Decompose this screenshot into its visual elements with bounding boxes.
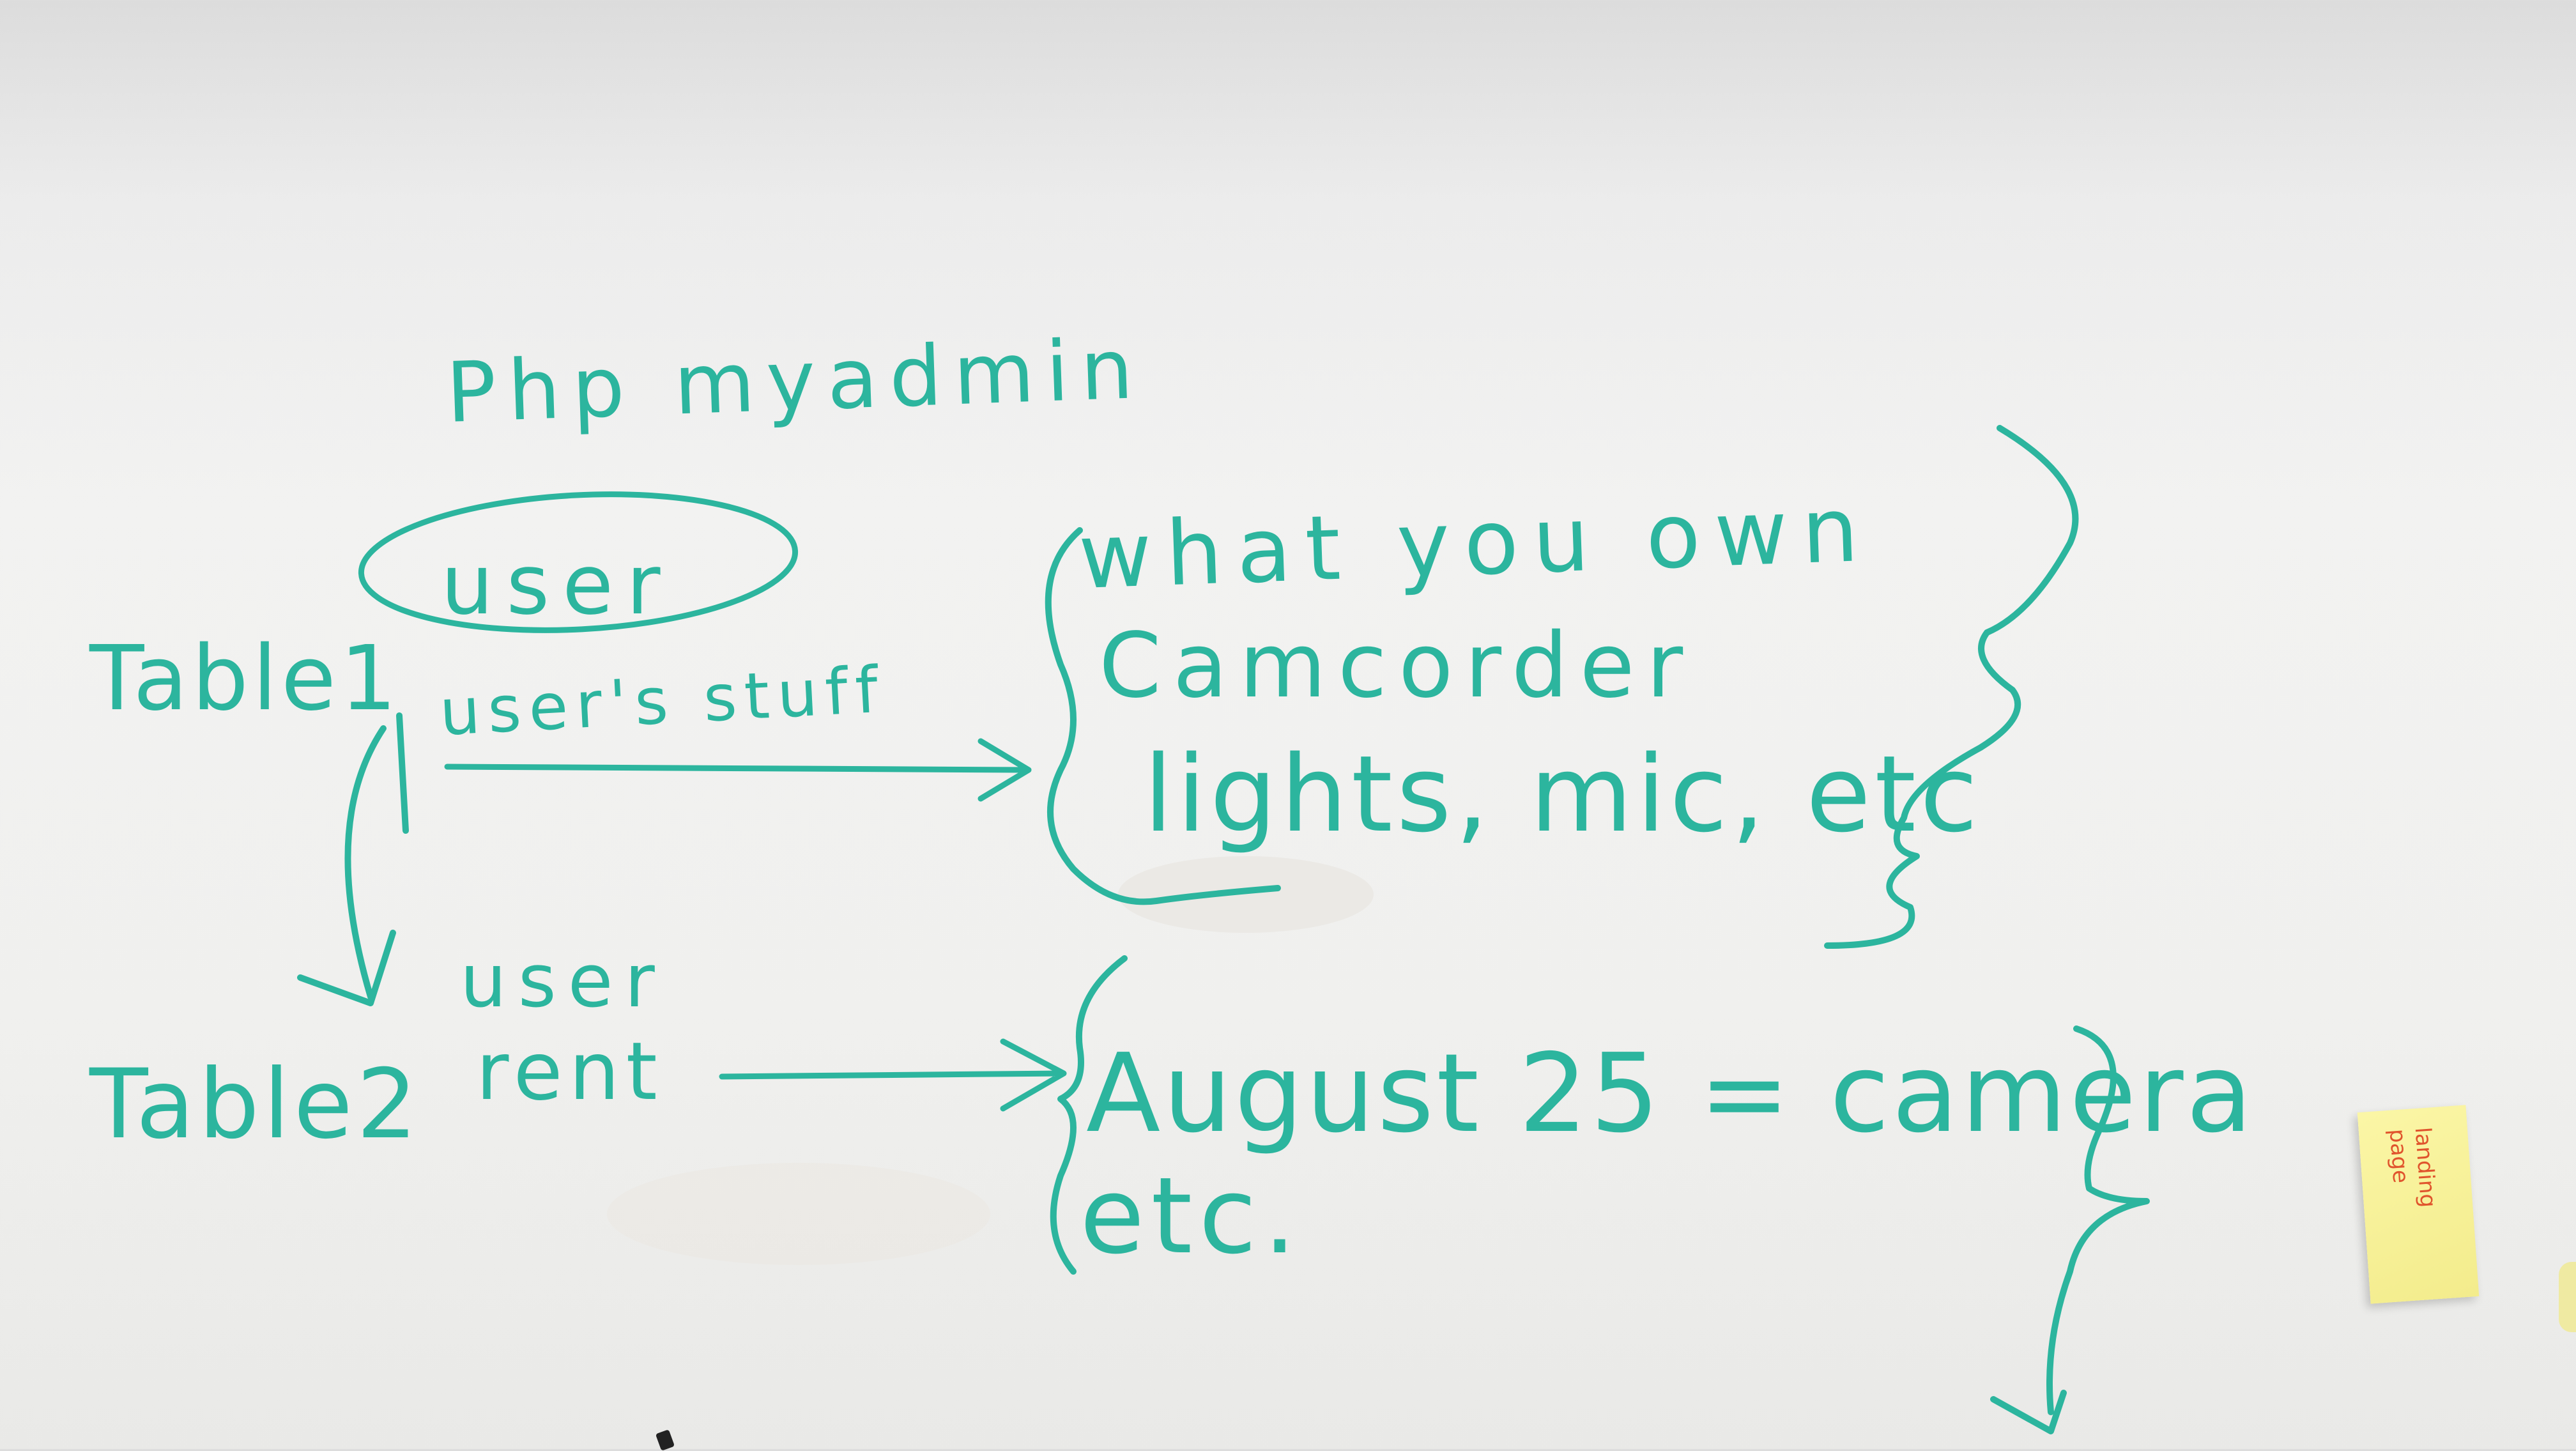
circled-user-text: user [441,536,673,633]
table-link-arrow [297,725,396,1006]
owned-left-brace [1045,527,1281,905]
rent-right-brace [1990,1025,2150,1434]
title-text: Php myadmin [445,320,1146,441]
rent-item-etc: etc. [1080,1155,1303,1277]
table2-row-user: user [460,939,666,1024]
table1-label: Table1 [89,627,401,731]
table2-label: Table2 [89,1049,421,1160]
rent-item-date: August 25 = camera [1086,1031,2255,1157]
owned-item-camcorder: Camcorder [1099,614,1694,718]
table-link-bar [396,712,409,834]
arrow-rent [719,1038,1067,1112]
table1-row-text: user's stuff [438,652,887,750]
sticky-note-text: landing page [2384,1126,2441,1209]
rent-left-brace [1050,955,1128,1275]
user-circle [358,491,799,633]
sticky-note-edge [2559,1262,2576,1332]
owned-item-lights: lights, mic, etc [1144,733,1982,856]
sticky-note: landing page [2357,1105,2480,1304]
arrow-owned [444,738,1032,802]
table2-row-rent: rent [476,1025,664,1118]
owned-right-brace [1824,425,2079,949]
owned-header: what you own [1077,478,1874,610]
